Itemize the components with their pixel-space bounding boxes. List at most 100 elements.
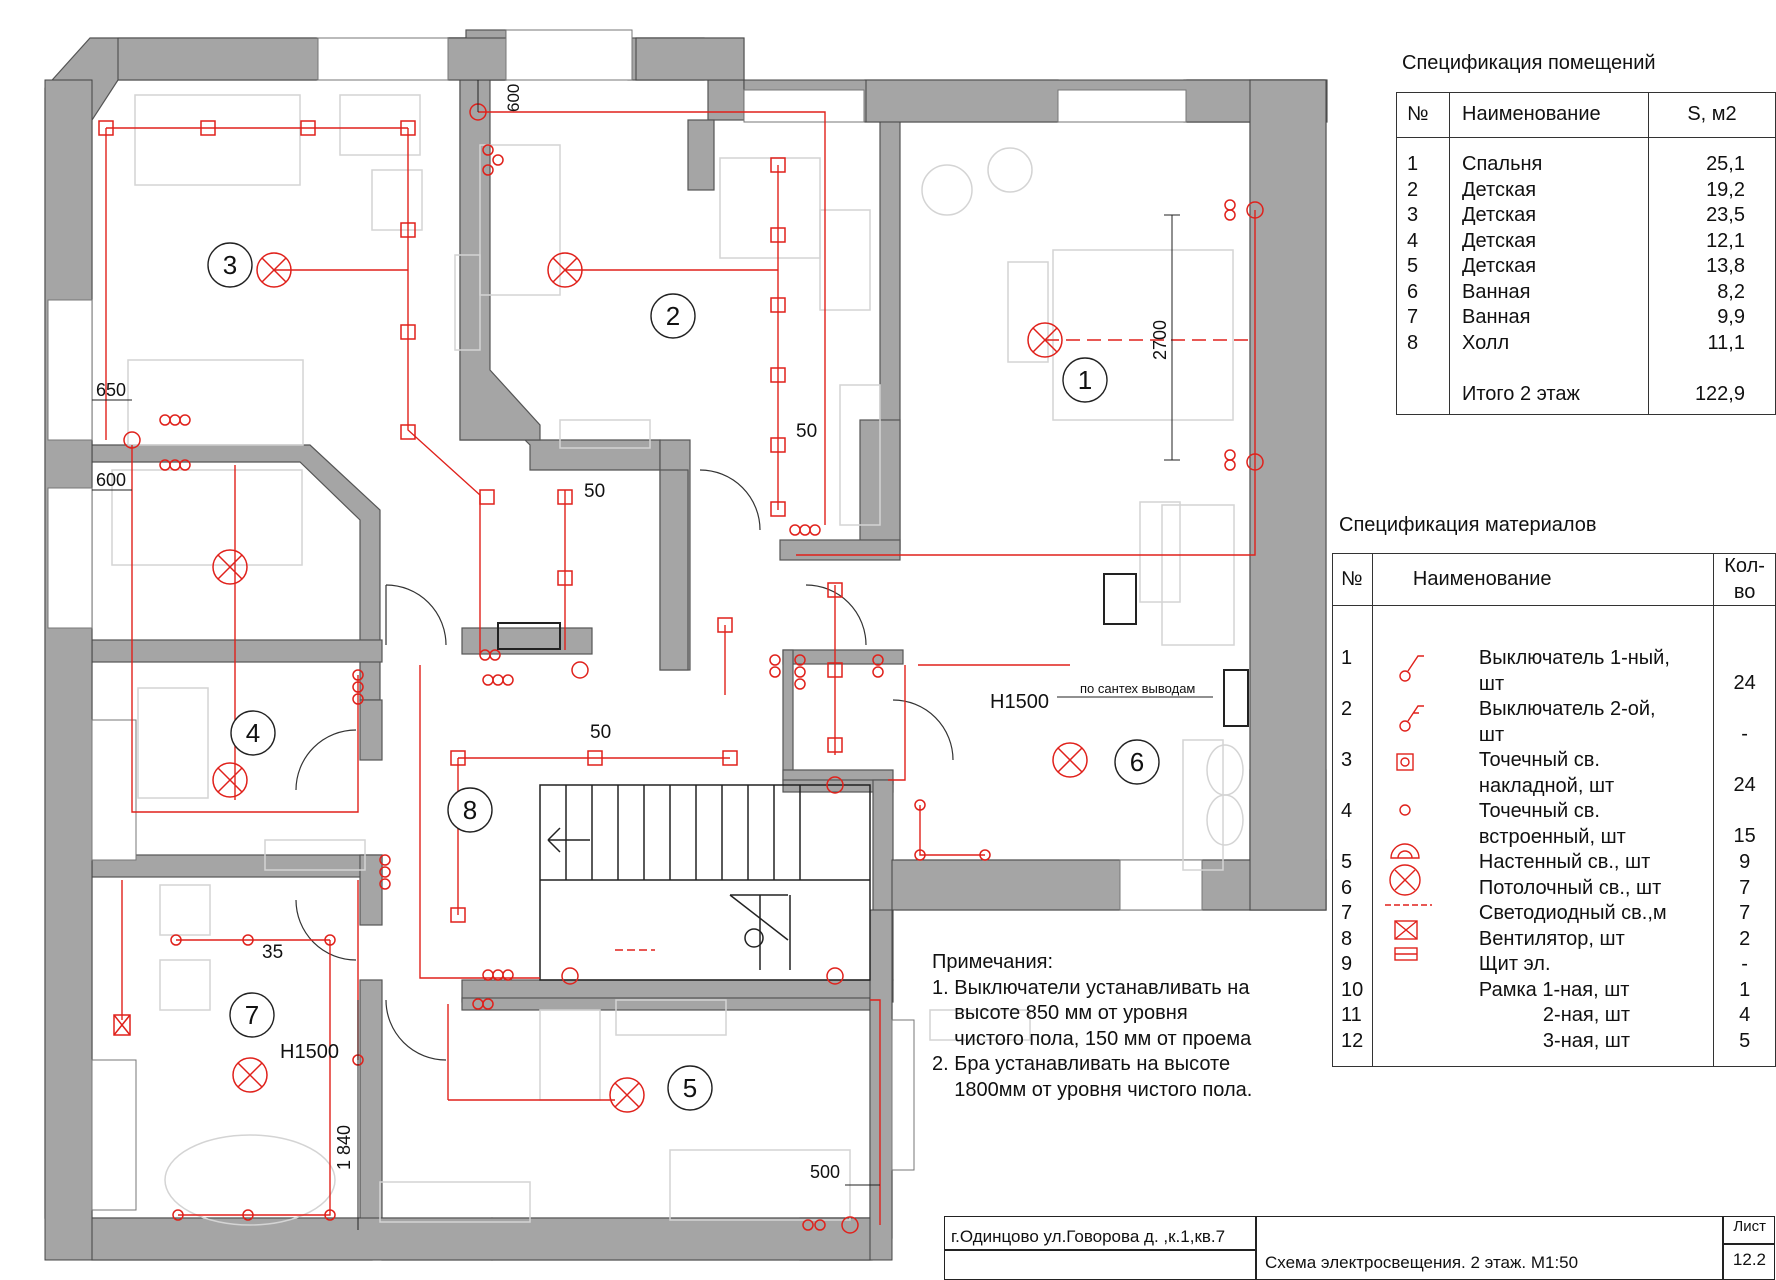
table-cell: 9 (1332, 952, 1373, 978)
table-cell: Детская (1449, 177, 1649, 203)
materials-header-qty: Кол-во (1713, 553, 1776, 606)
room-number-7: 7 (245, 1000, 259, 1030)
table-cell: 2-ная, шт (1372, 1003, 1715, 1029)
dim-600-left: 600 (96, 470, 126, 490)
dimension-lines (92, 80, 1213, 1230)
room-marker-8 (447, 787, 493, 833)
table-cell: 12 (1332, 1028, 1373, 1067)
table-cell: 4 (1332, 799, 1373, 850)
table-cell: 10 (1332, 977, 1373, 1003)
notes-line: 1. Выключатели устанавливать на (932, 976, 1250, 999)
table-cell: 9,9 (1717, 306, 1745, 328)
notes: Примечания: 1. Выключатели устанавливать… (932, 950, 1252, 1103)
room-number-6: 6 (1130, 747, 1144, 777)
table-cell: Ванная (1449, 279, 1649, 305)
table-cell: 4 (1739, 1004, 1751, 1026)
table-cell: Детская (1449, 228, 1649, 254)
rooms-spec-title: Спецификация помещений (1402, 52, 1656, 74)
title-block: г.Одинцово ул.Говорова д. ,к.1,кв.7 Схем… (944, 1216, 1775, 1280)
fan-icon (113, 1014, 131, 1036)
rooms-total-area: 122,9 (1694, 383, 1745, 405)
table-cell: 24 (1733, 774, 1756, 796)
table-cell: Настенный св., шт (1372, 850, 1715, 876)
sheet-label: Лист (1733, 1218, 1766, 1235)
materials-spec-title: Спецификация материалов (1339, 514, 1597, 536)
table-cell: 24 (1733, 672, 1756, 694)
table-cell: 19,2 (1706, 178, 1745, 201)
table-cell: 8 (1396, 330, 1450, 356)
table-cell: 11 (1332, 1003, 1373, 1029)
table-cell: 11,1 (1707, 331, 1745, 354)
table-cell: 1 (1332, 605, 1373, 697)
ceiling-light-icon (547, 252, 583, 288)
height-h1500-bath7: H1500 (280, 1041, 339, 1063)
ceiling-light-icon (256, 252, 292, 288)
recessed-spotlight-icon (170, 799, 991, 1221)
room-marker-1 (1062, 357, 1108, 403)
table-cell: Точечный св.накладной, шт (1372, 748, 1715, 799)
ceiling-light-icon (212, 549, 248, 585)
dim-600-top: 600 (504, 84, 523, 112)
table-cell: Выключатель 1-ный,шт (1372, 605, 1715, 697)
room-number-3: 3 (223, 250, 237, 280)
table-cell: Детская (1449, 203, 1649, 229)
staircase (539, 784, 871, 981)
rooms-total-label: Итого 2 этаж (1449, 356, 1649, 414)
ceiling-light-icon (232, 1057, 268, 1093)
windows (47, 29, 1203, 1211)
rooms-header-num: № (1396, 92, 1450, 138)
dim-35: 35 (262, 942, 283, 963)
surface-spotlight-icon (98, 120, 843, 923)
table-cell: Потолочный св., шт (1372, 875, 1715, 901)
dim-50-room2: 50 (796, 421, 817, 442)
materials-header-name: Наименование (1372, 553, 1715, 606)
dim-2700: 2700 (1150, 320, 1170, 360)
room-marker-7 (229, 992, 275, 1038)
table-cell: Выключатель 2-ой,шт (1372, 697, 1715, 748)
table-cell: 2 (1396, 177, 1450, 203)
table-cell: 7 (1396, 305, 1450, 331)
table-cell: 23,5 (1706, 204, 1745, 226)
doors (295, 469, 954, 1061)
table-cell: 5 (1396, 254, 1450, 280)
sheet-number: 12.2 (1732, 1250, 1766, 1269)
room-number-5: 5 (683, 1073, 697, 1103)
table-cell: Вентилятор, шт (1372, 926, 1715, 952)
dim-1840: 1 840 (334, 1125, 354, 1170)
table-cell: 8,2 (1717, 280, 1745, 303)
room-marker-6 (1114, 739, 1160, 785)
wiring (105, 111, 1256, 1225)
materials-header-num: № (1332, 553, 1373, 606)
room-marker-2 (650, 293, 696, 339)
height-h1500-bath6: H1500 (990, 691, 1049, 713)
notes-heading: Примечания: (932, 951, 1054, 973)
table-cell: Светодиодный св.,м (1372, 901, 1715, 927)
wall-light-icon (123, 103, 1264, 1234)
table-cell: 12,1 (1706, 229, 1745, 252)
table-cell: Точечный св.встроенный, шт (1372, 799, 1715, 850)
room-marker-4 (230, 710, 276, 756)
table-cell: 25,1 (1706, 153, 1745, 175)
table-cell: 7 (1739, 876, 1751, 899)
ceiling-light-icon (1052, 742, 1088, 778)
room-number-8: 8 (463, 795, 477, 825)
table-cell: Холл (1449, 330, 1649, 356)
room-number-markers (207, 242, 1160, 1111)
room-marker-3 (207, 242, 253, 288)
rooms-header-name: Наименование (1449, 92, 1649, 138)
panel-icon (497, 573, 1249, 727)
room-number-4: 4 (246, 718, 260, 748)
ceiling-light-icon (609, 1077, 645, 1113)
dim-500: 500 (810, 1162, 840, 1182)
room-number-1: 1 (1078, 365, 1092, 395)
address-label: г.Одинцово ул.Говорова д. ,к.1,кв.7 (951, 1227, 1226, 1246)
table-cell: 2 (1739, 927, 1751, 950)
room-number-2: 2 (666, 301, 680, 331)
table-cell: Ванная (1449, 305, 1649, 331)
dim-650: 650 (96, 380, 126, 400)
table-cell: Детская (1449, 254, 1649, 280)
table-cell: 3-ная, шт (1372, 1028, 1715, 1067)
